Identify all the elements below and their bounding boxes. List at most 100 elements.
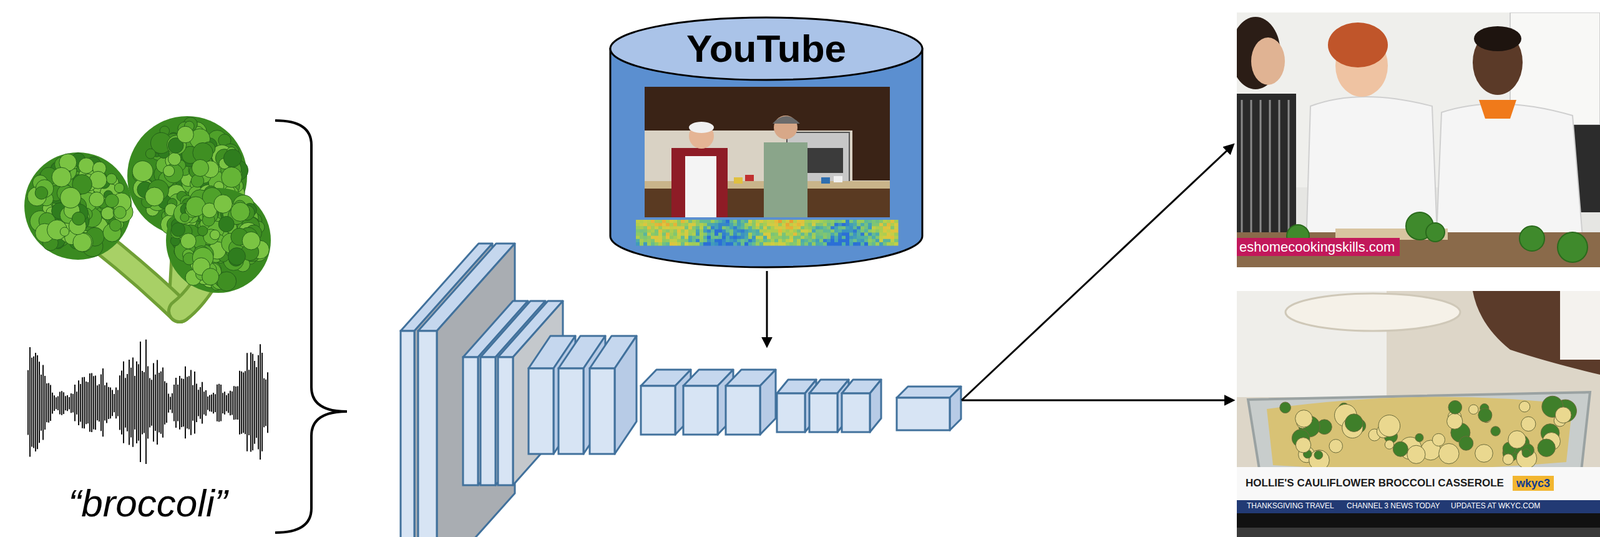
spectrogram-part bbox=[845, 239, 850, 243]
waveform-part bbox=[68, 396, 70, 409]
video-frame-photo-part bbox=[1447, 413, 1463, 429]
waveform-part bbox=[244, 370, 246, 434]
spectrogram-part bbox=[680, 235, 686, 240]
spectrogram-part bbox=[766, 225, 772, 230]
spectrogram-part bbox=[669, 229, 674, 233]
spectrogram-part bbox=[766, 235, 772, 240]
video-frame-photo-part bbox=[1472, 290, 1600, 375]
spectrogram-part bbox=[815, 219, 820, 224]
spectrogram-part bbox=[688, 232, 693, 237]
spectrogram-part bbox=[778, 235, 783, 240]
video-frame-photo-part bbox=[1407, 444, 1426, 464]
spectrogram-part bbox=[879, 232, 884, 237]
layer-box-part bbox=[614, 335, 637, 454]
spectrogram-part bbox=[871, 235, 877, 240]
spectrogram-part bbox=[864, 235, 869, 240]
video-frame-photo-part bbox=[1295, 437, 1311, 453]
broccoli-picture-part bbox=[170, 222, 185, 237]
spectrogram-part bbox=[714, 225, 719, 230]
video-frame-photo-part bbox=[1251, 37, 1285, 85]
spectrogram-part bbox=[845, 225, 850, 230]
spectrogram-part bbox=[710, 225, 716, 230]
spectrogram-part bbox=[804, 242, 809, 246]
spectrogram-part bbox=[748, 235, 753, 240]
waveform-part bbox=[96, 385, 98, 420]
spectrogram-part bbox=[841, 242, 847, 246]
waveform-part bbox=[132, 357, 134, 447]
waveform-part bbox=[259, 343, 261, 460]
spectrogram-part bbox=[800, 235, 805, 240]
spectrogram-part bbox=[665, 229, 671, 233]
layer-box bbox=[896, 386, 961, 430]
spectrogram-part bbox=[796, 225, 802, 230]
spectrogram-part bbox=[736, 235, 742, 240]
spectrogram-part bbox=[879, 222, 884, 227]
spectrogram-part bbox=[759, 235, 764, 240]
spectrogram-part bbox=[796, 219, 802, 224]
spectrogram-part bbox=[826, 222, 832, 227]
spectrogram-part bbox=[755, 229, 761, 233]
spectrogram-part bbox=[826, 225, 832, 230]
spectrogram-part bbox=[860, 232, 865, 237]
spectrogram-part bbox=[868, 242, 873, 246]
spectrogram-part bbox=[804, 239, 809, 243]
waveform-part bbox=[184, 366, 186, 439]
broccoli-picture-part bbox=[191, 159, 209, 176]
spectrogram-part bbox=[725, 232, 731, 237]
spectrogram-part bbox=[811, 222, 817, 227]
spectrogram-part bbox=[647, 232, 652, 237]
spectrogram-part bbox=[710, 232, 716, 237]
spectrogram-part bbox=[635, 219, 641, 224]
spectrogram-part bbox=[748, 242, 753, 246]
spectrogram-part bbox=[755, 222, 761, 227]
spectrogram-part bbox=[879, 219, 884, 224]
spectrogram-part bbox=[755, 225, 761, 230]
spectrogram-part bbox=[860, 239, 865, 243]
spectrogram-part bbox=[868, 222, 873, 227]
spectrogram-part bbox=[886, 232, 892, 237]
spectrogram-part bbox=[804, 222, 809, 227]
spectrogram-part bbox=[718, 219, 723, 224]
spectrogram-part bbox=[785, 229, 791, 233]
spectrogram-part bbox=[647, 242, 652, 246]
spectrogram-part bbox=[721, 232, 727, 237]
spectrogram-part bbox=[879, 229, 884, 233]
waveform-part bbox=[175, 377, 177, 428]
video-frame-photo bbox=[1236, 290, 1600, 537]
spectrogram-part bbox=[710, 239, 716, 243]
spectrogram-part bbox=[781, 235, 787, 240]
video-frame-photo-part bbox=[1557, 232, 1588, 263]
waveform-part bbox=[257, 355, 259, 450]
waveform-part bbox=[231, 391, 233, 415]
waveform-part bbox=[87, 381, 89, 424]
spectrogram-part bbox=[744, 239, 749, 243]
spectrogram-part bbox=[725, 235, 731, 240]
spectrogram-part bbox=[699, 242, 704, 246]
spectrogram-part bbox=[789, 229, 794, 233]
channel-logo: wkyc3 bbox=[1512, 475, 1554, 492]
spectrogram-part bbox=[853, 222, 858, 227]
waveform-part bbox=[130, 367, 132, 438]
spectrogram-part bbox=[766, 222, 772, 227]
waveform-part bbox=[53, 395, 55, 411]
spectrogram-part bbox=[778, 239, 783, 243]
spectrogram-part bbox=[849, 239, 854, 243]
video-frame-photo-part bbox=[1415, 433, 1424, 442]
spectrogram-part bbox=[751, 229, 757, 233]
spectrogram-part bbox=[721, 225, 727, 230]
spectrogram-part bbox=[748, 229, 753, 233]
spectrogram-part bbox=[744, 219, 749, 224]
spectrogram-part bbox=[860, 242, 865, 246]
spectrogram-part bbox=[793, 219, 798, 224]
spectrogram-part bbox=[665, 219, 671, 224]
spectrogram-part bbox=[849, 232, 854, 237]
spectrogram-part bbox=[838, 242, 843, 246]
spectrogram-part bbox=[639, 219, 644, 224]
spectrogram-part bbox=[729, 219, 734, 224]
spectrogram-part bbox=[639, 222, 644, 227]
spectrogram-part bbox=[643, 222, 648, 227]
layer-box-part bbox=[436, 243, 515, 537]
video-frame-photo-part bbox=[1314, 450, 1323, 460]
spectrogram-part bbox=[882, 229, 888, 233]
spectrogram-part bbox=[774, 229, 779, 233]
